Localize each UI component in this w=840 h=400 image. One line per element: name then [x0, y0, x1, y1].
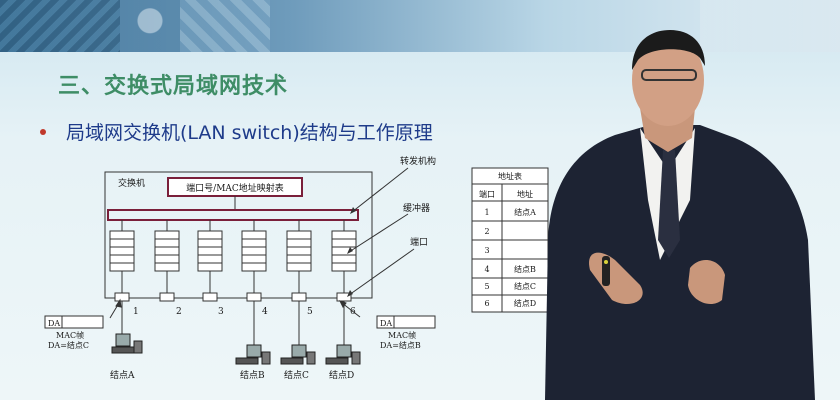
right-frame-label: MAC帧	[388, 330, 416, 340]
port-number-3: 3	[218, 307, 224, 317]
table-row: 1 结点A	[472, 207, 548, 222]
callout-forwarding: 转发机构	[400, 155, 436, 167]
address-table-title: 地址表	[498, 171, 522, 181]
bullet-dot-icon	[40, 128, 46, 135]
node-cables	[121, 301, 345, 345]
banner-image-tile	[700, 0, 840, 52]
callout-port-line	[348, 248, 415, 296]
table-cell-port: 6	[484, 299, 489, 308]
forwarding-bus	[107, 209, 359, 221]
port-number-1: 1	[133, 307, 139, 317]
table-row: 5 结点C	[472, 281, 548, 296]
presenter-glasses	[641, 69, 697, 81]
address-table-header-address: 地址	[517, 189, 533, 199]
node-label-d: 结点D	[329, 369, 354, 381]
node-label-a: 结点A	[110, 369, 135, 381]
table-cell-port: 4	[484, 265, 489, 274]
table-cell-port: 5	[484, 282, 489, 291]
left-frame-da: DA	[48, 319, 60, 328]
banner-image-tile	[0, 0, 120, 52]
port-number-2: 2	[176, 307, 182, 317]
table-cell-address: 结点B	[514, 264, 536, 274]
bullet-point: 局域网交换机(LAN switch)结构与工作原理	[40, 118, 433, 145]
callout-buffer-line	[348, 213, 409, 253]
switch-label: 交换机	[118, 177, 145, 189]
table-cell-address: 结点D	[514, 298, 536, 308]
callout-buffer: 缓冲器	[403, 202, 430, 214]
computer-b-icon	[235, 344, 271, 365]
table-row: 4 结点B	[472, 264, 548, 279]
switch-box	[104, 171, 373, 299]
table-row: 6 结点D	[484, 298, 536, 308]
slide-title: 三、交换式局域网技术	[58, 74, 289, 99]
header-banner	[0, 0, 840, 52]
bullet-text: 局域网交换机(LAN switch)结构与工作原理	[66, 122, 433, 144]
left-frame-box	[44, 315, 104, 329]
banner-image-tile	[180, 0, 270, 52]
callout-arrowhead	[347, 290, 353, 297]
clicker-button-icon	[604, 260, 608, 264]
presenter-clicker-icon	[602, 256, 610, 286]
ports	[114, 271, 352, 302]
callout-arrowhead	[350, 207, 356, 214]
table-cell-address: 结点A	[514, 207, 536, 217]
callout-port: 端口	[410, 236, 428, 248]
presenter-hair	[632, 30, 705, 70]
node-label-b: 结点B	[240, 369, 265, 381]
table-cell-port: 2	[484, 227, 489, 236]
right-frame-box	[376, 315, 436, 329]
left-frame-dest: DA=结点C	[48, 340, 89, 350]
computer-c-icon	[280, 344, 316, 365]
table-cell-port: 3	[484, 246, 489, 255]
port-number-4: 4	[262, 307, 268, 317]
banner-image-tile	[120, 0, 180, 52]
table-cell-port: 1	[484, 208, 489, 217]
buffer-1	[109, 230, 135, 272]
computer-a-icon	[111, 333, 143, 354]
right-frame-da: DA	[380, 319, 392, 328]
callout-forwarding-line	[351, 167, 409, 213]
table-row: 3	[472, 246, 548, 260]
computer-d-icon	[325, 344, 361, 365]
presenter-tie	[658, 150, 680, 258]
frame-arrows	[109, 298, 361, 319]
presenter-suit	[545, 125, 815, 400]
port-number-5: 5	[307, 307, 313, 317]
buffer-group	[109, 230, 357, 272]
table-cell-address: 结点C	[514, 281, 536, 291]
bus-connectors	[121, 220, 345, 231]
callout-arrowhead	[347, 247, 353, 254]
buffer-4	[241, 230, 267, 272]
right-frame-dest: DA=结点B	[380, 340, 421, 350]
left-frame-label: MAC帧	[56, 330, 84, 340]
address-table: 地址表 端口 地址 1 结点A 2 3 4 结点B 5 结点C	[471, 167, 549, 313]
node-label-c: 结点C	[284, 369, 309, 381]
table-row: 2	[472, 227, 548, 241]
map-table-label: 端口号/MAC地址映射表	[186, 182, 284, 194]
presenter-hand-right	[688, 259, 725, 305]
address-table-header-port: 端口	[479, 189, 495, 199]
